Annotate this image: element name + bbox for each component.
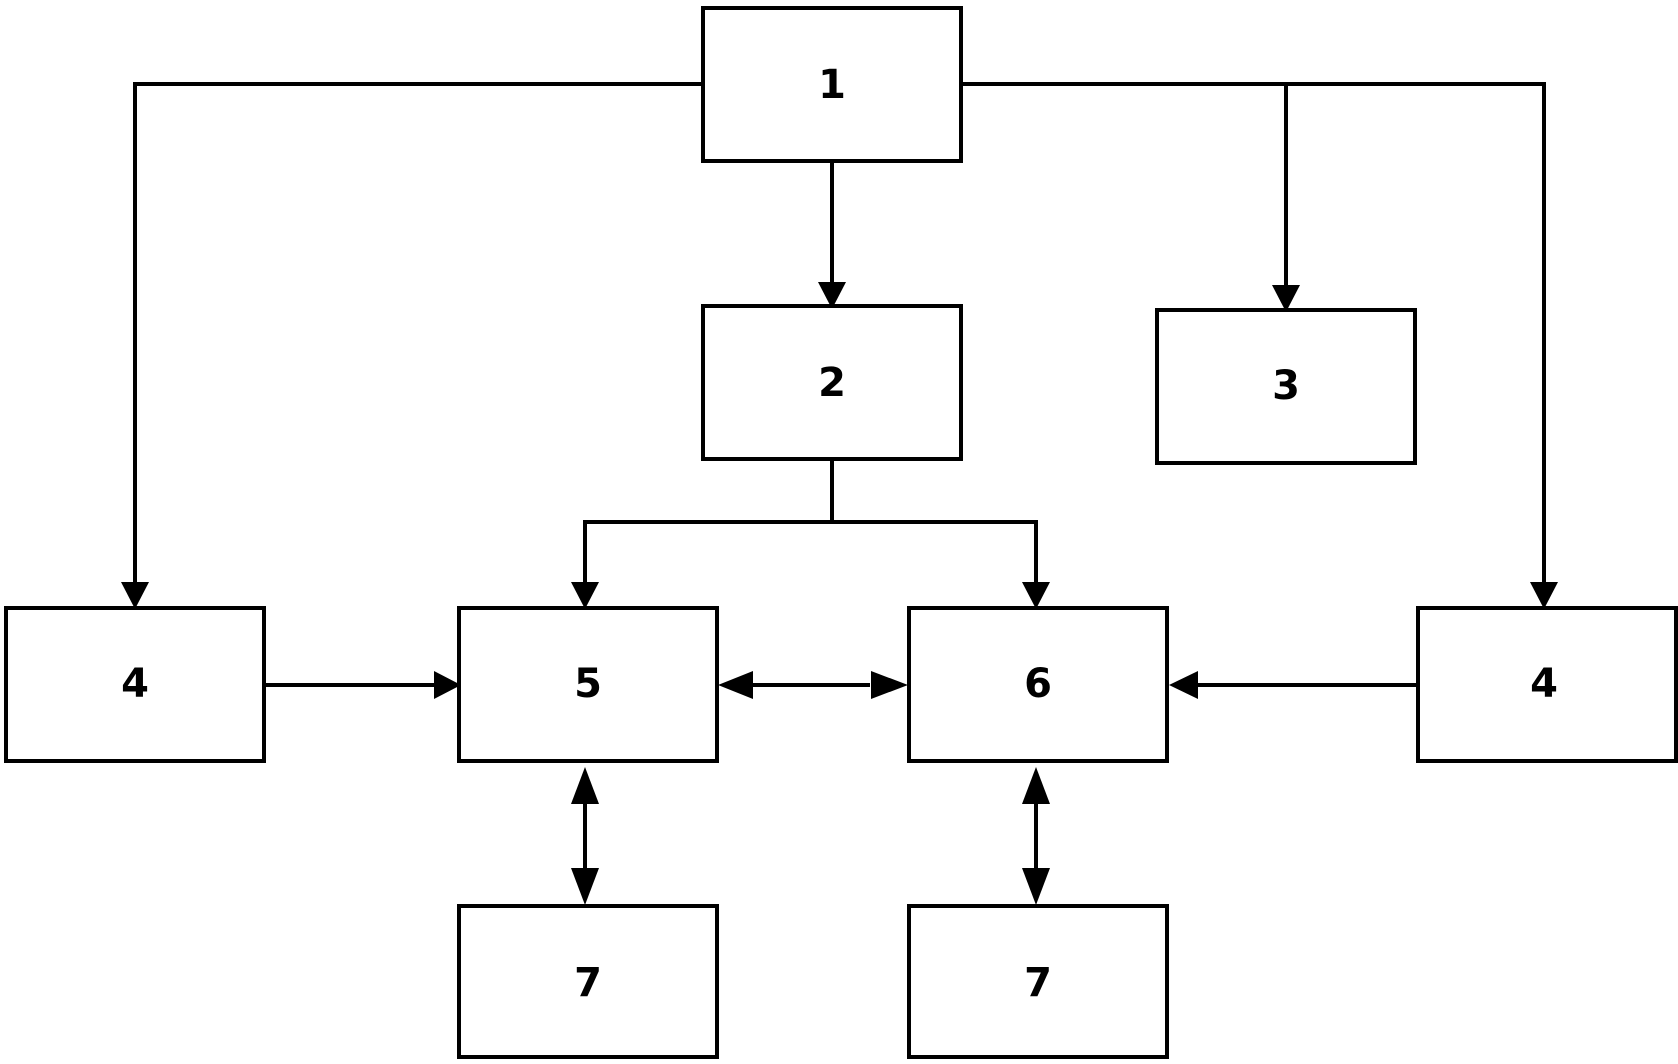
arrowhead-right-into-5 bbox=[434, 671, 461, 699]
block-4-right-label: 4 bbox=[1530, 661, 1558, 707]
block-1: 1 bbox=[701, 6, 963, 163]
block-7-left-label: 7 bbox=[574, 960, 602, 1006]
block-4-left-label: 4 bbox=[121, 661, 149, 707]
arrowhead-down-into-7-left bbox=[571, 868, 599, 905]
arrowhead-down-into-7-right bbox=[1022, 868, 1050, 905]
connector-2-to-5 bbox=[583, 520, 834, 582]
block-7-left: 7 bbox=[457, 904, 719, 1059]
arrowhead-down-into-5 bbox=[571, 582, 599, 609]
connector-1-to-4-right bbox=[959, 82, 1546, 582]
arrowhead-left-into-6 bbox=[1169, 671, 1198, 699]
block-1-label: 1 bbox=[818, 62, 846, 108]
block-5-label: 5 bbox=[574, 661, 602, 707]
connectors bbox=[133, 82, 1546, 872]
arrowhead-up-into-6 bbox=[1022, 767, 1050, 804]
arrowhead-down-into-3 bbox=[1272, 285, 1300, 312]
block-7-right: 7 bbox=[907, 904, 1169, 1059]
block-3: 3 bbox=[1155, 308, 1417, 465]
block-2: 2 bbox=[701, 304, 963, 461]
block-2-label: 2 bbox=[818, 360, 846, 406]
connector-2-to-6 bbox=[830, 520, 1038, 582]
arrowhead-right-into-6 bbox=[871, 671, 908, 699]
block-3-label: 3 bbox=[1272, 363, 1300, 409]
arrowhead-up-into-5 bbox=[571, 767, 599, 804]
block-6: 6 bbox=[907, 606, 1169, 763]
arrowhead-down-into-4-left bbox=[121, 582, 149, 609]
arrowhead-down-into-6 bbox=[1022, 582, 1050, 609]
connector-1-to-4-left bbox=[133, 82, 705, 582]
block-4-left: 4 bbox=[4, 606, 266, 763]
block-6-label: 6 bbox=[1024, 661, 1052, 707]
arrowheads bbox=[121, 282, 1558, 905]
block-7-right-label: 7 bbox=[1024, 960, 1052, 1006]
arrowhead-left-into-5 bbox=[718, 671, 753, 699]
arrowhead-down-into-4-right bbox=[1530, 582, 1558, 609]
arrowhead-down-into-2 bbox=[818, 282, 846, 309]
block-4-right: 4 bbox=[1416, 606, 1678, 763]
block-5: 5 bbox=[457, 606, 719, 763]
